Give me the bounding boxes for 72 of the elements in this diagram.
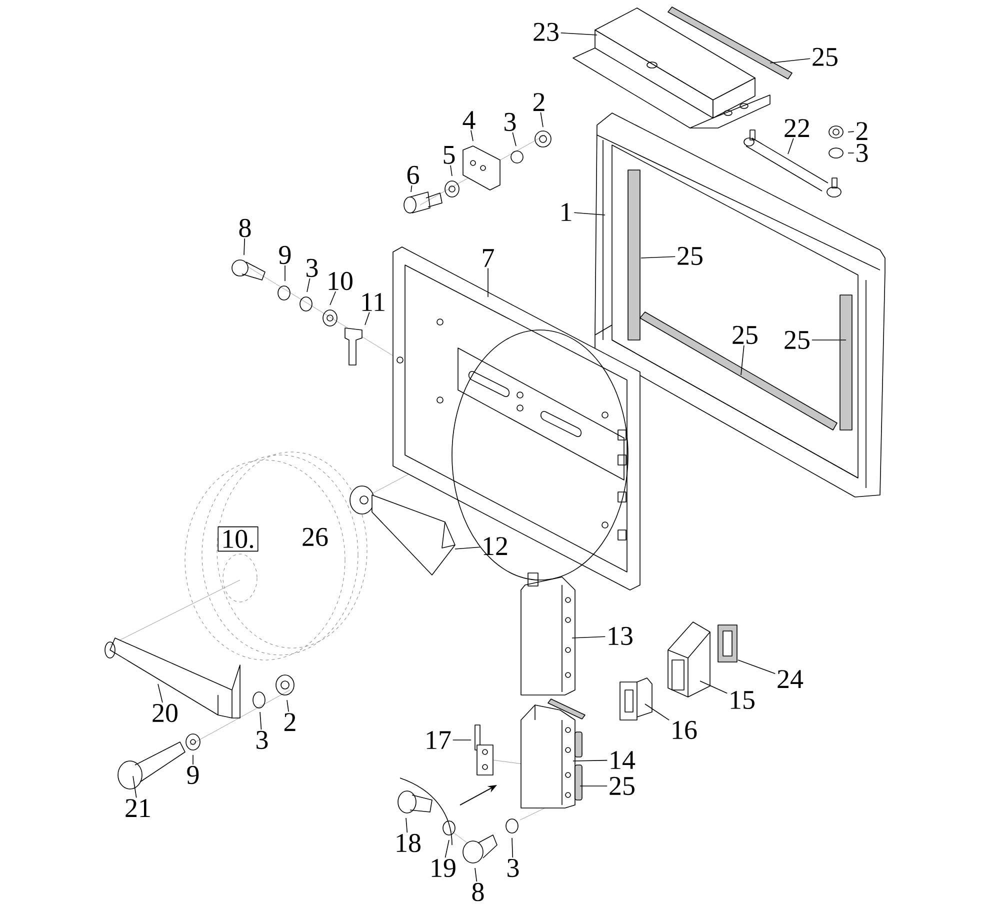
leader-line bbox=[560, 32, 598, 36]
callout-number: 25 bbox=[678, 246, 702, 266]
callout-number: 24 bbox=[778, 670, 804, 688]
callout-number: 9 bbox=[187, 766, 199, 784]
callout-number: 25 bbox=[784, 330, 810, 350]
leader-line bbox=[574, 212, 606, 216]
leader-line bbox=[474, 868, 478, 882]
leader-line bbox=[444, 840, 450, 858]
leader-line bbox=[284, 265, 286, 282]
leader-line bbox=[512, 838, 514, 858]
callout-number: 4 bbox=[462, 111, 476, 129]
callout-number: 3 bbox=[856, 144, 868, 162]
leader-line bbox=[740, 345, 744, 376]
leader-line bbox=[788, 138, 794, 154]
callout-number: 11 bbox=[362, 293, 384, 311]
reference-number: 26 bbox=[302, 528, 328, 546]
callout-number: 25 bbox=[732, 326, 758, 344]
leader-line bbox=[848, 152, 854, 154]
callout-number: 3 bbox=[256, 730, 268, 750]
leader-line bbox=[454, 546, 480, 550]
callout-number: 3 bbox=[504, 112, 516, 132]
callout-number: 22 bbox=[784, 119, 810, 137]
callout-number: 14 bbox=[610, 751, 636, 769]
callout-number: 16 bbox=[672, 720, 697, 740]
leader-line bbox=[512, 132, 516, 146]
leader-line bbox=[470, 130, 474, 142]
leader-line bbox=[306, 278, 310, 292]
callout-number: 25 bbox=[812, 48, 838, 66]
callout-number: 12 bbox=[484, 537, 508, 555]
callout-number: 9 bbox=[279, 246, 291, 264]
callout-number: 7 bbox=[483, 249, 494, 267]
leader-line bbox=[640, 256, 676, 258]
callout-number: 8 bbox=[472, 882, 484, 902]
callout-number: 20 bbox=[152, 704, 178, 722]
leader-line bbox=[770, 58, 810, 64]
leader-line bbox=[244, 238, 246, 256]
callout-number: 5 bbox=[444, 146, 455, 164]
leader-line bbox=[192, 754, 194, 765]
callout-number: 18 bbox=[396, 834, 420, 852]
leader-line bbox=[158, 684, 163, 703]
leader-line bbox=[540, 112, 544, 128]
leader-line bbox=[644, 704, 670, 720]
leader-line bbox=[700, 680, 728, 694]
callout-number: 25 bbox=[610, 776, 634, 796]
leader-line bbox=[406, 818, 408, 833]
callout-number: 2 bbox=[284, 713, 296, 731]
leader-line bbox=[260, 712, 262, 730]
leader-line bbox=[410, 185, 412, 192]
callout-number: 13 bbox=[608, 626, 632, 646]
leader-line bbox=[286, 700, 289, 712]
callout-number: 10 bbox=[328, 272, 352, 290]
leader-line bbox=[330, 291, 336, 306]
leader-line bbox=[738, 660, 776, 674]
leader-line bbox=[450, 164, 452, 176]
callout-number: 15 bbox=[730, 690, 754, 710]
leader-line bbox=[848, 131, 854, 132]
leader-line bbox=[132, 776, 137, 798]
reference-box: 10. bbox=[218, 526, 258, 552]
callout-number: 21 bbox=[126, 799, 150, 817]
callout-number: 23 bbox=[534, 22, 558, 42]
leader-line bbox=[572, 760, 608, 762]
callout-number: 19 bbox=[432, 858, 456, 878]
callout-number: 8 bbox=[239, 218, 251, 238]
callout-number: 2 bbox=[533, 93, 544, 111]
callout-number: 2 bbox=[856, 122, 868, 140]
callout-number: 1 bbox=[562, 203, 572, 221]
leader-line bbox=[364, 312, 370, 326]
callout-number: 3 bbox=[508, 858, 519, 878]
callout-number: 17 bbox=[426, 731, 451, 749]
leader-line bbox=[572, 636, 606, 638]
callout-number: 3 bbox=[306, 258, 318, 278]
callout-number: 6 bbox=[407, 166, 419, 184]
